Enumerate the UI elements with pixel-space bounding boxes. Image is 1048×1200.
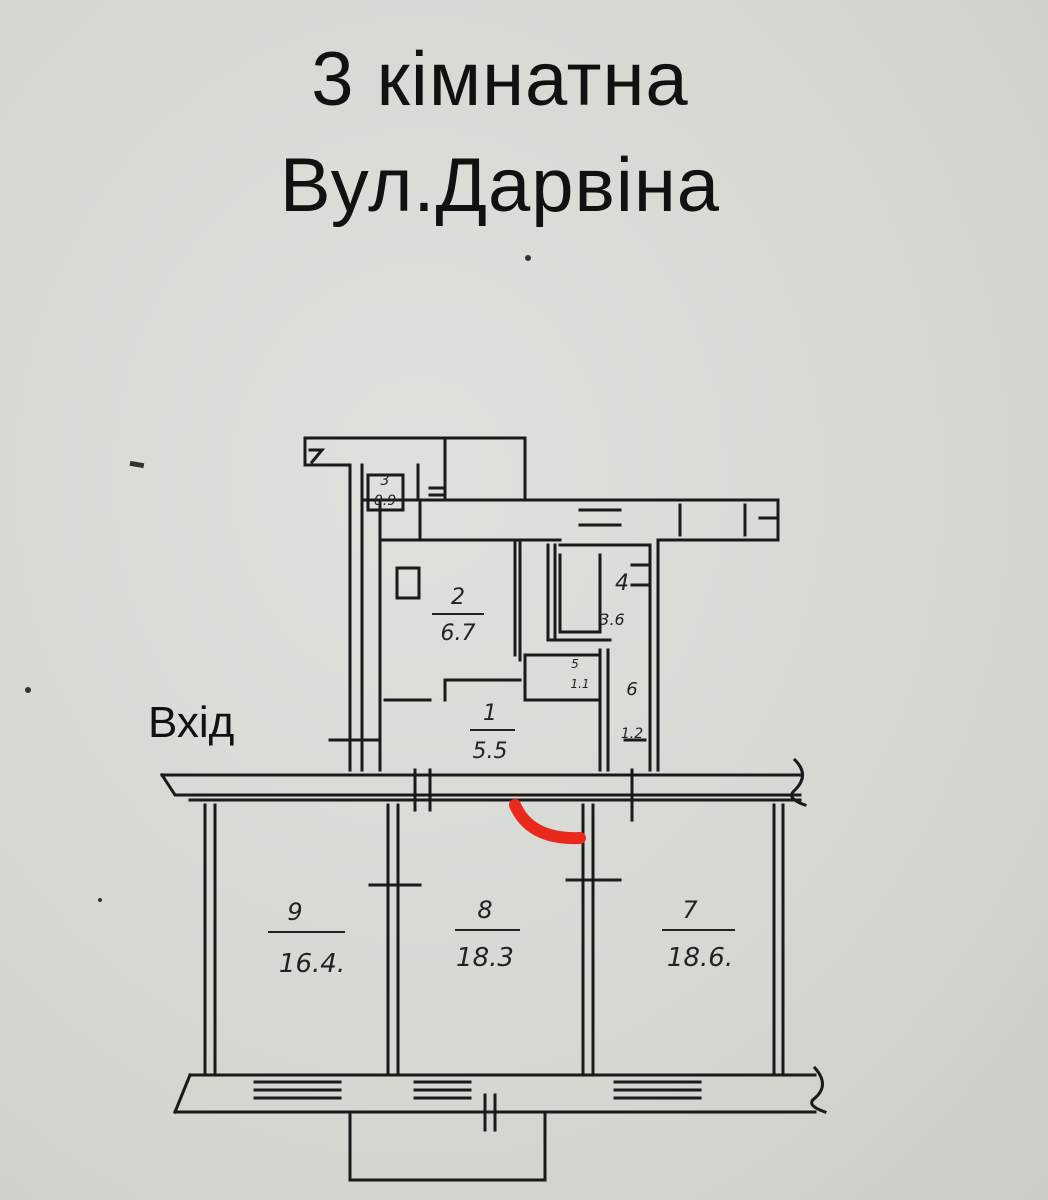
room-6-area: 1.2 [621, 726, 643, 742]
room-3-area: 0.9 [374, 493, 396, 509]
room-7-number: 7 [682, 896, 698, 924]
entrance-label: Вхід [148, 698, 235, 747]
room-2-number: 2 [451, 585, 465, 610]
room-6-number: 6 [626, 679, 637, 700]
room-5-area: 1.1 [570, 677, 589, 691]
room-8-number: 8 [477, 896, 492, 924]
room-9-number: 9 [287, 898, 302, 926]
room-2-area: 6.7 [441, 621, 476, 646]
room-7-area: 18.6. [667, 943, 733, 973]
room-1-area: 5.5 [473, 739, 508, 764]
room-5-number: 5 [571, 657, 579, 671]
room-8-area: 18.3 [456, 943, 514, 973]
title-room-count: 3 кімнатна [311, 37, 689, 122]
room-9-area: 16.4. [279, 949, 345, 979]
room-3-number: 3 [381, 473, 390, 489]
room-1-number: 1 [483, 701, 497, 726]
title-street: Вул.Дарвіна [279, 143, 721, 228]
room-4-number: 4 [615, 571, 629, 596]
red-marker-stroke [509, 799, 586, 845]
room-4-area: 3.6 [599, 610, 624, 629]
